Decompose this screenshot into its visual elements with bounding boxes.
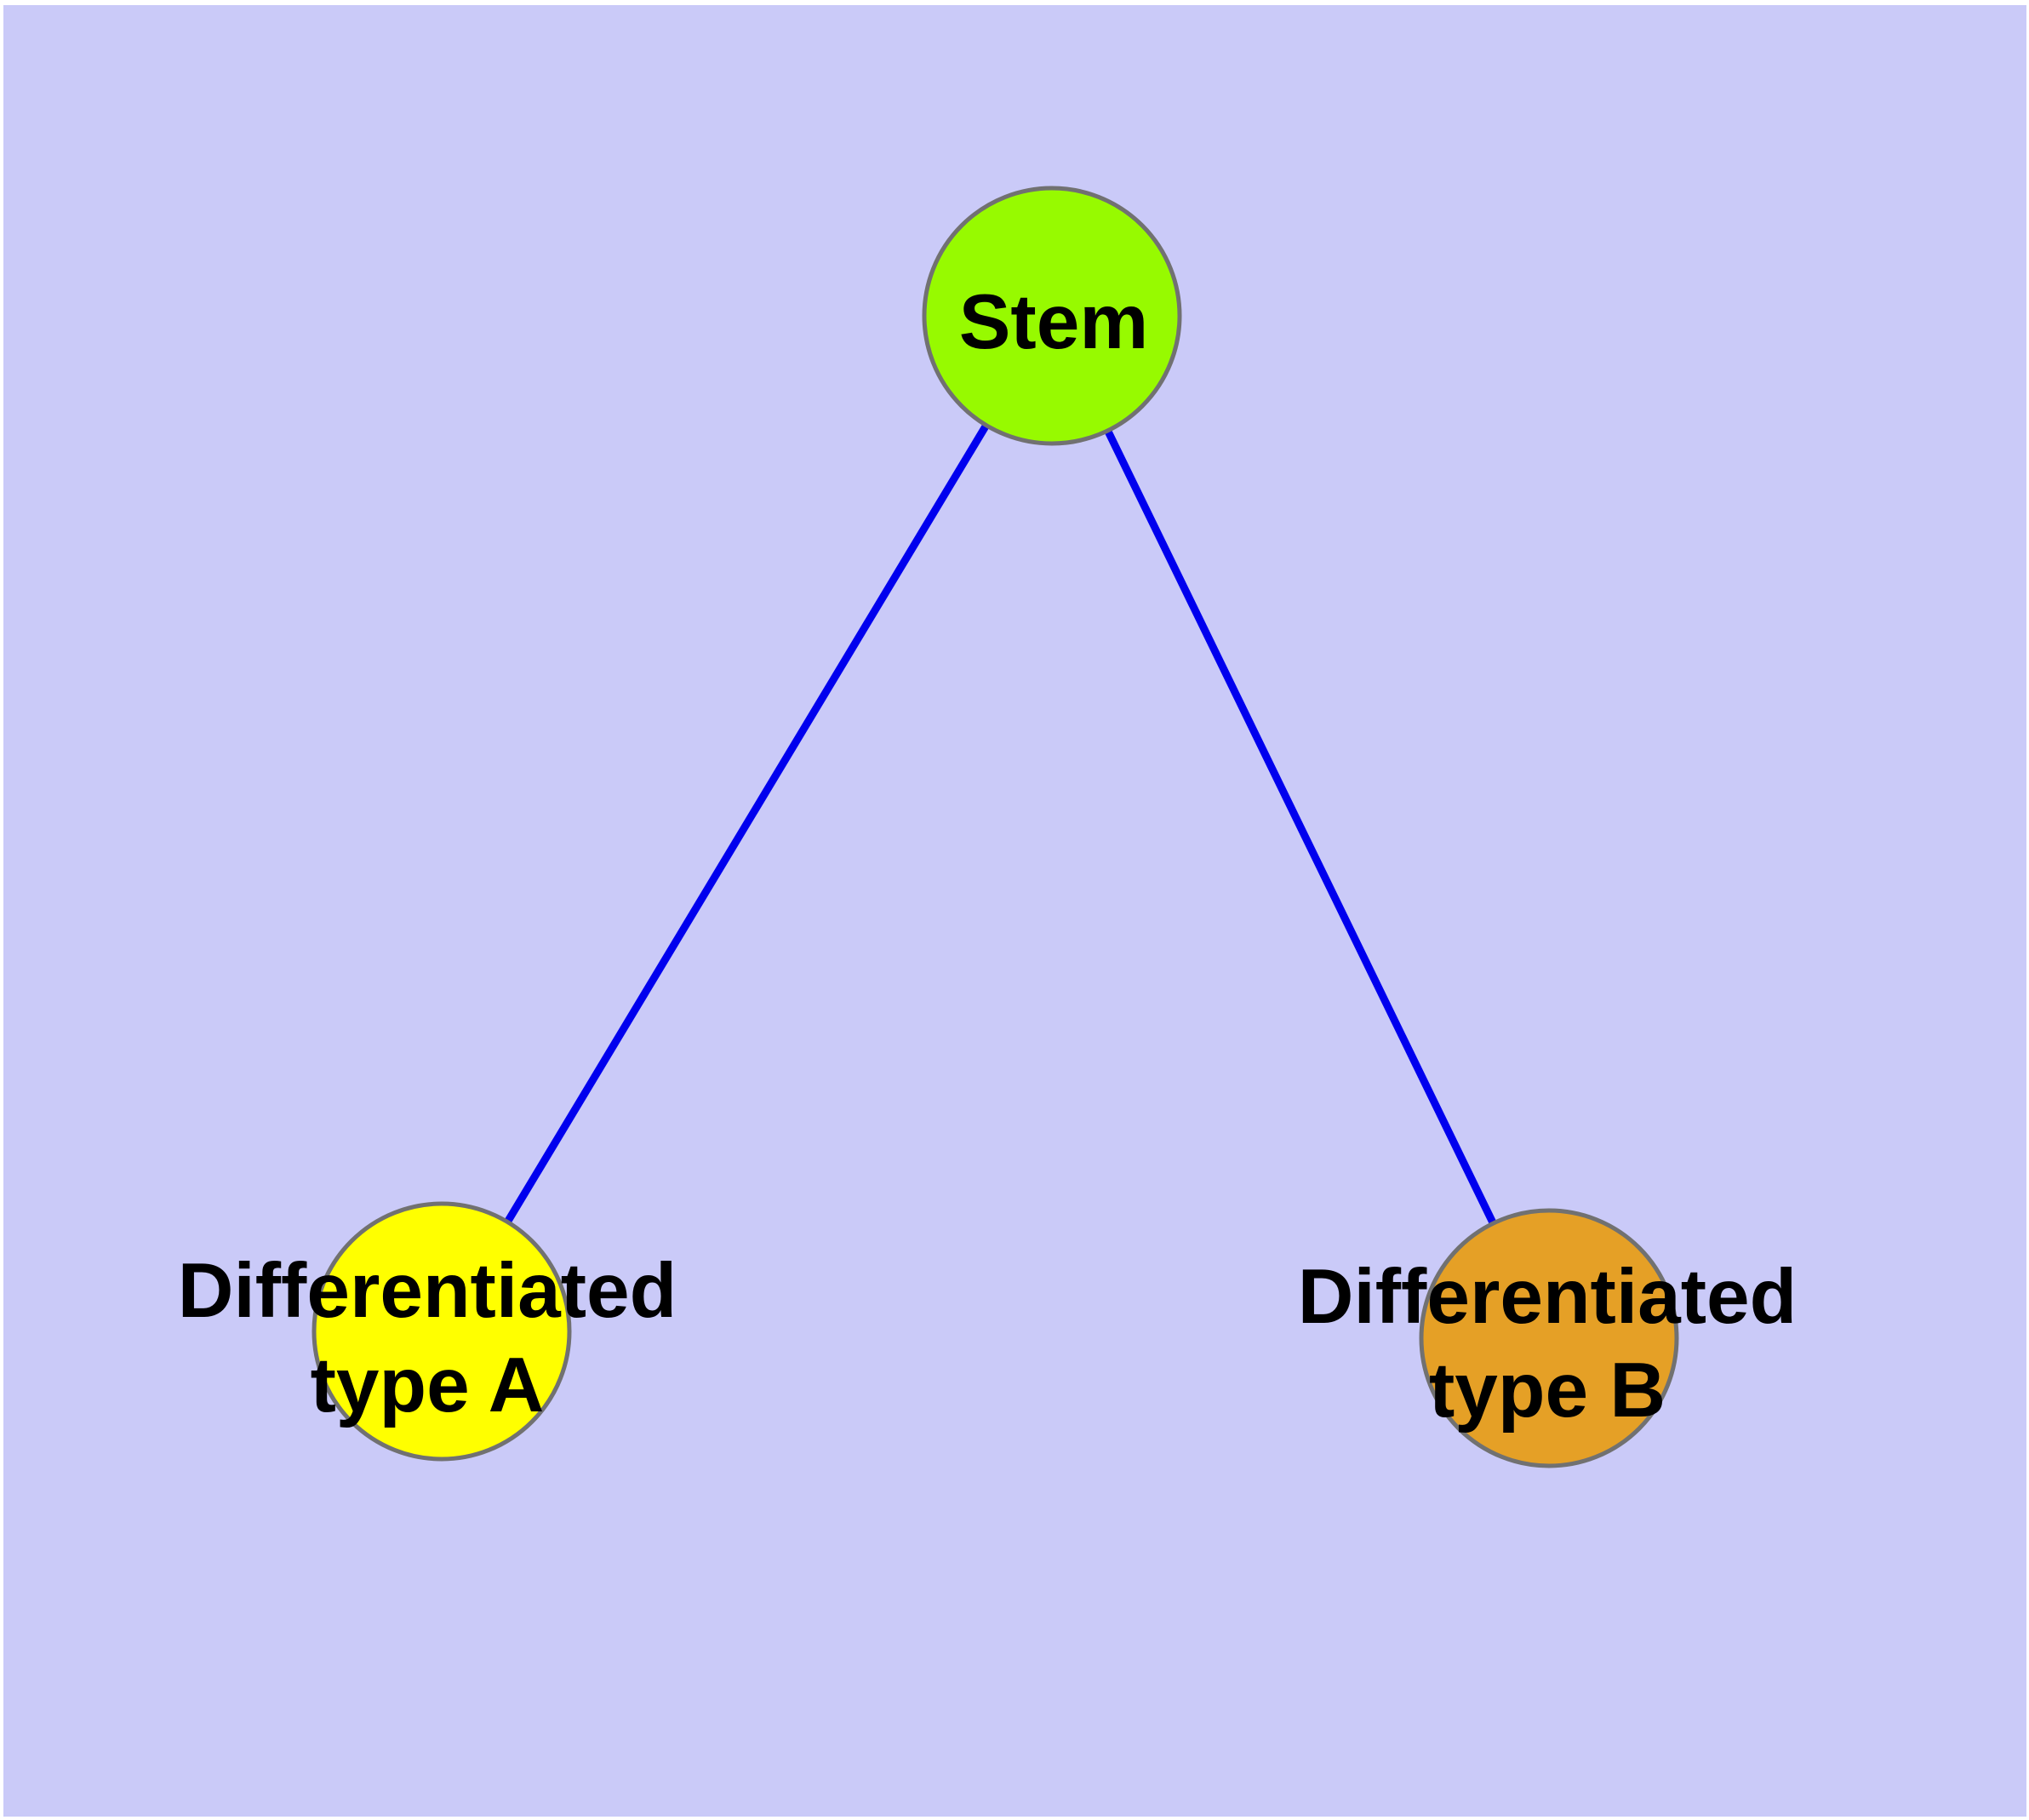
node-differentiated-type-b-label-line1: Differentiated <box>1298 1254 1798 1340</box>
node-differentiated-type-b-circle <box>1419 1208 1679 1468</box>
node-differentiated-type-a: Differentiated type A <box>178 1201 677 1462</box>
node-stem-label: Stem <box>959 279 1149 365</box>
node-differentiated-type-a-label-line2: type A <box>311 1342 545 1428</box>
node-differentiated-type-a-label-line1: Differentiated <box>178 1248 677 1334</box>
edge-stem-to-type-b <box>1048 314 1553 1340</box>
edge-stem-to-type-a <box>438 313 1055 1334</box>
node-stem-circle <box>922 186 1182 446</box>
node-differentiated-type-a-circle <box>311 1201 572 1462</box>
node-differentiated-type-b: Differentiated type B <box>1298 1208 1798 1468</box>
node-differentiated-type-b-label-line2: type B <box>1429 1348 1666 1434</box>
edge-group <box>438 313 1553 1340</box>
node-stem: Stem <box>922 186 1182 446</box>
